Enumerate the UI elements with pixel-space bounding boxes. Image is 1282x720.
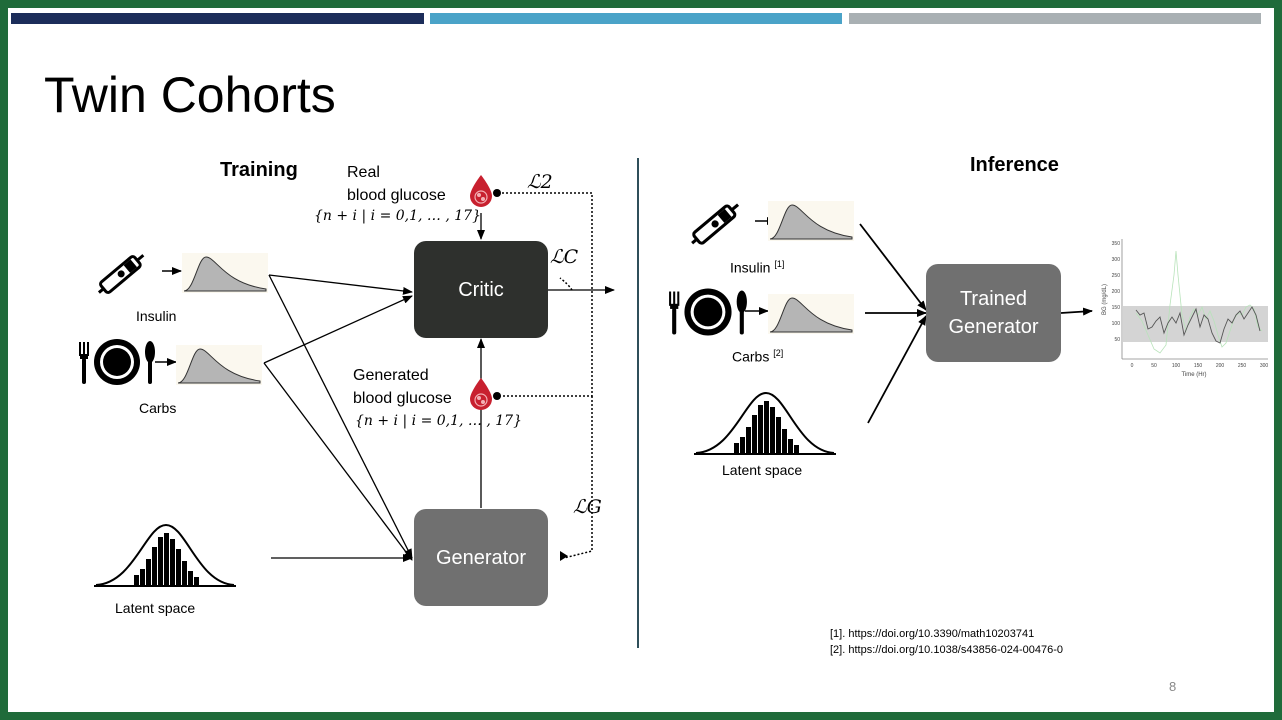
plot-ytick: 50 [1114, 337, 1120, 343]
plot-ytick: 200 [1112, 289, 1121, 295]
plot-ytick: 300 [1112, 257, 1121, 263]
insulin-pen-icon [97, 254, 145, 294]
real-label-1: Real [347, 164, 380, 181]
arrow-inf-insulin-gen [859, 223, 927, 311]
plot-xtick: 0 [1131, 363, 1134, 369]
plot-ytick: 100 [1112, 321, 1121, 327]
inference-carbs-ref: [2] [773, 348, 784, 358]
arrow-inf-latent-gen [867, 315, 927, 424]
page-number: 8 [1169, 679, 1177, 694]
header-bar-gray [849, 13, 1261, 24]
inference-insulin-ref: [1] [774, 259, 785, 269]
bg-trace-plot: BG (mg/dL) 350 300 250 200 150 100 50 0 … [1098, 235, 1270, 380]
training-carbs-label: Carbs [139, 400, 177, 416]
latent-gaussian-icon [94, 523, 236, 587]
slide-title: Twin Cohorts [44, 67, 336, 123]
training-latent-label: Latent space [115, 600, 196, 616]
dot-real [493, 189, 501, 197]
reference-1: [1]. https://doi.org/10.3390/math1020374… [830, 628, 1035, 640]
real-label-2: blood glucose [347, 187, 446, 204]
generated-label-2: blood glucose [353, 390, 452, 407]
dot-generated [493, 392, 501, 400]
inference-carbs-text: Carbs [732, 348, 770, 365]
plot-xlabel: Time (Hr) [1181, 372, 1206, 378]
inference-insulin-text: Insulin [730, 259, 771, 276]
plate-cutlery-icon [79, 339, 155, 385]
training-insulin-label: Insulin [136, 308, 177, 324]
plate-cutlery-icon [669, 288, 747, 336]
arrow-insulin-generator [268, 274, 413, 559]
header-bar-navy [11, 13, 424, 24]
loss-c-label: ℒC [550, 246, 579, 268]
blood-drop-icon [470, 378, 492, 410]
inference-heading: Inference [970, 154, 1059, 176]
training-heading: Training [220, 159, 298, 181]
loss-g-label: ℒG [573, 496, 602, 518]
plot-ytick: 350 [1112, 241, 1121, 247]
blood-drop-icon [470, 175, 492, 207]
arrow-carbs-critic [263, 295, 413, 364]
real-set: {n + i | i = 0,1, … , 17} [314, 208, 481, 224]
plot-ylabel: BG (mg/dL) [1102, 284, 1108, 315]
slide: Twin Cohorts [8, 8, 1274, 712]
trained-generator-line2: Generator [948, 316, 1039, 338]
arrowhead-loss-generator [560, 551, 568, 561]
plot-xtick: 50 [1151, 363, 1157, 369]
dotted-loss-critic [559, 277, 573, 291]
plot-xtick: 150 [1194, 363, 1203, 369]
plot-xtick: 200 [1216, 363, 1225, 369]
dotted-loss-real [498, 192, 593, 397]
header-bar-blue [430, 13, 842, 24]
generated-set: {n + i | i = 0,1, … , 17} [355, 413, 522, 429]
generated-label-1: Generated [353, 367, 429, 384]
plot-xtick: 100 [1172, 363, 1181, 369]
inference-insulin-label: Insulin [1] [730, 259, 784, 276]
arrow-inf-gen-plot [1060, 307, 1093, 316]
plot-xtick: 300 [1260, 363, 1269, 369]
carbs-distribution-curve [176, 345, 262, 385]
inference-carbs-label: Carbs [2] [732, 348, 783, 365]
inf-insulin-distribution-curve [768, 201, 854, 241]
critic-box: Critic [414, 241, 548, 338]
trained-generator-line1: Trained [959, 288, 1028, 310]
arrow-carbs-generator [263, 362, 413, 561]
inference-latent-label: Latent space [722, 462, 803, 478]
inf-carbs-distribution-curve [768, 294, 854, 334]
insulin-distribution-curve [182, 253, 268, 293]
latent-gaussian-icon [694, 391, 836, 455]
plot-ytick: 150 [1112, 305, 1121, 311]
loss-2-label: ℒ2 [527, 171, 553, 193]
arrow-insulin-critic [268, 274, 413, 295]
plot-xtick: 250 [1238, 363, 1247, 369]
dotted-loss-generator [563, 396, 593, 559]
reference-2: [2]. https://doi.org/10.1038/s43856-024-… [830, 644, 1064, 656]
diagram-connectors [155, 158, 1093, 648]
plot-ytick: 250 [1112, 273, 1121, 279]
generator-box: Generator [414, 509, 548, 606]
insulin-pen-icon [691, 203, 740, 245]
trained-generator-box: Trained Generator [926, 264, 1061, 362]
